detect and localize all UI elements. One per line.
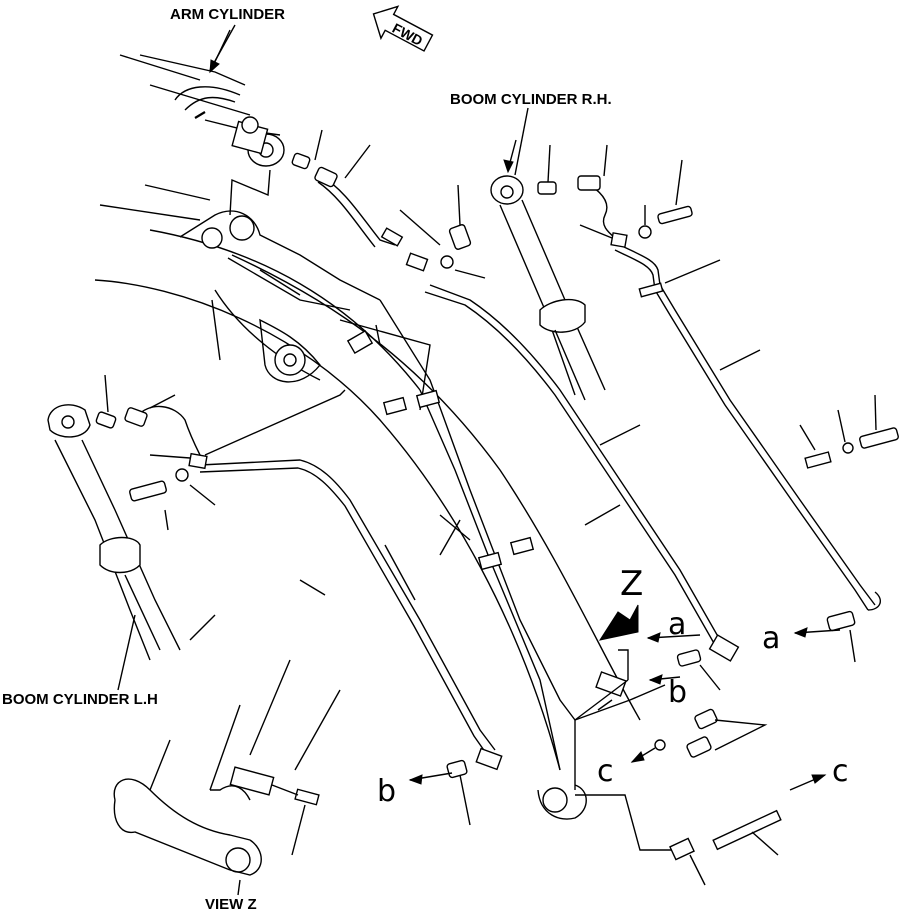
boom-cylinder-rh-label: BOOM CYLINDER R.H. bbox=[450, 91, 612, 108]
callout-b-left: b bbox=[377, 774, 396, 809]
z-direction-arrow bbox=[598, 604, 639, 641]
leader-lines bbox=[104, 24, 877, 896]
callout-b-main: b bbox=[668, 675, 687, 710]
view-z-label: VIEW Z bbox=[205, 896, 257, 909]
fwd-arrow bbox=[372, 5, 434, 52]
boom-cylinder-rh bbox=[490, 175, 606, 401]
callout-c-right: c bbox=[832, 754, 849, 789]
callout-a-main: a bbox=[668, 607, 686, 642]
view-z-detail bbox=[113, 766, 320, 876]
arm-cylinder bbox=[139, 54, 285, 167]
fittings bbox=[95, 152, 899, 779]
callout-a-right: a bbox=[762, 621, 780, 656]
boom-structure bbox=[94, 54, 666, 820]
boom-cylinder-lh bbox=[47, 404, 181, 661]
boom-cylinder-lh-label: BOOM CYLINDER L.H bbox=[2, 691, 158, 708]
callout-z: Z bbox=[620, 564, 643, 604]
flow-arrows bbox=[209, 29, 841, 791]
arm-cylinder-label: ARM CYLINDER bbox=[170, 6, 285, 23]
hydraulic-tubes bbox=[134, 174, 882, 861]
callout-c-main: c bbox=[597, 754, 614, 789]
